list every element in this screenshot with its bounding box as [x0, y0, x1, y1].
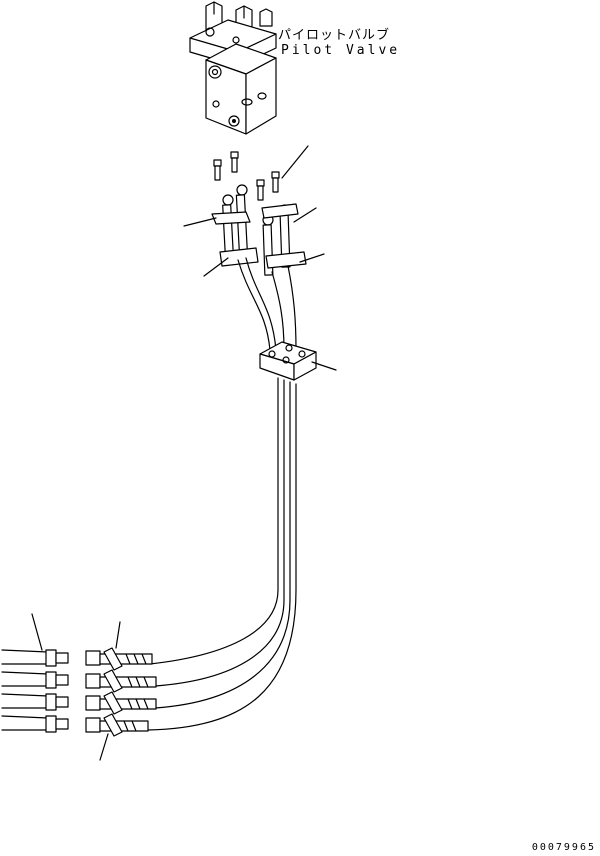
pilot-valve-japanese-label: パイロットバルブ — [278, 28, 391, 43]
hose-bundle-lower — [147, 377, 297, 731]
junction-block — [259, 341, 317, 381]
drawing-number: 00079965 — [531, 842, 596, 853]
leader-lines — [31, 145, 337, 761]
fitting — [213, 159, 222, 181]
lower-hose-ends — [85, 647, 157, 737]
loose-fittings — [1, 649, 69, 733]
fitting — [271, 171, 280, 193]
pilot-valve-english-label: Pilot Valve — [281, 43, 401, 58]
upper-hoses — [211, 184, 307, 276]
pilot-valve — [189, 1, 277, 135]
valve-fittings — [213, 151, 280, 201]
fitting — [256, 179, 265, 201]
fitting — [230, 151, 239, 173]
hose-bundle-upper — [237, 257, 297, 351]
